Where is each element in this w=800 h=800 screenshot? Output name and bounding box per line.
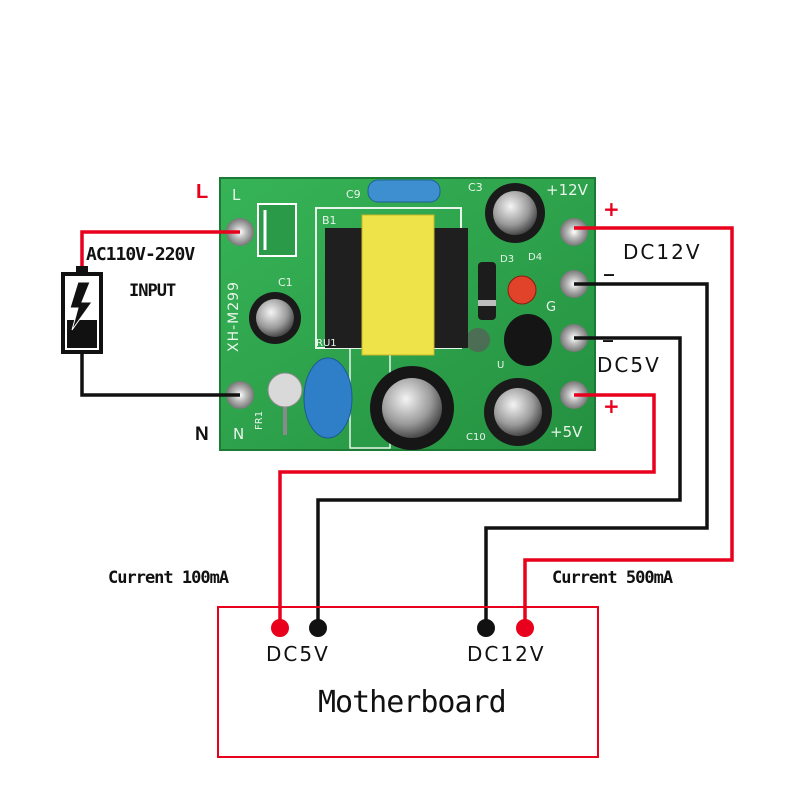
transformer-core-right <box>430 228 468 348</box>
comp-label-c10: C10 <box>466 432 486 443</box>
input-voltage-label: AC110V-220V <box>86 244 195 265</box>
transformer-bobbin <box>361 214 435 356</box>
motherboard-dc5-label: DC5V <box>266 642 330 666</box>
pin-label-n: N <box>233 425 245 443</box>
components <box>249 179 552 450</box>
mb-dc5-plus-dot <box>271 619 289 637</box>
comp-label-b1: B1 <box>322 214 337 227</box>
pin-label-12v: +12V <box>546 181 588 199</box>
fuse-fr1 <box>267 372 303 408</box>
wire-12v-plus <box>523 226 734 628</box>
comp-label-d4: D4 <box>528 252 543 263</box>
motherboard-dc12-label: DC12V <box>467 642 546 666</box>
led-d4 <box>507 275 537 305</box>
output-minus-bottom: _ <box>603 318 613 342</box>
current-right-label: Current 500mA <box>552 568 673 588</box>
motherboard-terminals <box>271 619 534 637</box>
pin-label-l: L <box>232 186 241 204</box>
current-left-label: Current 100mA <box>108 568 229 588</box>
cap-c9 <box>367 179 441 203</box>
ac-source-icon <box>61 266 103 354</box>
wire-ac-neutral <box>80 350 240 397</box>
mb-dc5-minus-dot <box>309 619 327 637</box>
regulator-u <box>504 314 552 366</box>
wire-5v-minus <box>316 336 682 628</box>
cap-c1-top <box>256 299 294 337</box>
comp-label-d3: D3 <box>500 254 515 265</box>
cap-c10-top <box>494 388 542 436</box>
cap-large-top <box>382 378 442 438</box>
varistor <box>303 357 353 439</box>
wire-5v-plus <box>278 393 656 628</box>
comp-label-c1: C1 <box>278 276 293 289</box>
board-model: XH-M299 <box>226 281 242 352</box>
output-plus-top: + <box>603 197 620 221</box>
comp-label-c9: C9 <box>346 188 361 201</box>
input-line-label: L <box>196 181 209 203</box>
pin-label-g: G <box>546 300 557 315</box>
comp-label-ru1: RU1 <box>316 338 337 349</box>
input-neutral-label: N <box>195 424 209 445</box>
output-plus-bottom: + <box>603 394 620 418</box>
wire-ac-line <box>80 230 240 270</box>
mb-dc12-minus-dot <box>477 619 495 637</box>
cap-c3-top <box>493 191 537 235</box>
diode-d3 <box>478 262 496 320</box>
comp-label-fr1: FR1 <box>254 410 265 430</box>
pin-label-5v: +5V <box>550 423 583 441</box>
output-minus-top: _ <box>604 252 614 276</box>
terminal-pads <box>226 218 588 409</box>
wire-12v-minus <box>484 282 709 628</box>
output-dc5-label: DC5V <box>597 353 661 377</box>
comp-label-u: U <box>497 360 505 371</box>
output-dc12-label: DC12V <box>623 240 702 264</box>
wires <box>80 226 734 628</box>
input-label: INPUT <box>129 281 176 301</box>
motherboard-box <box>217 606 599 758</box>
comp-label-c3: C3 <box>468 181 483 194</box>
motherboard-title: Motherboard <box>318 685 507 720</box>
pad-12v-plus <box>560 218 588 246</box>
transformer-core-left <box>325 228 365 348</box>
mb-dc12-plus-dot <box>516 619 534 637</box>
